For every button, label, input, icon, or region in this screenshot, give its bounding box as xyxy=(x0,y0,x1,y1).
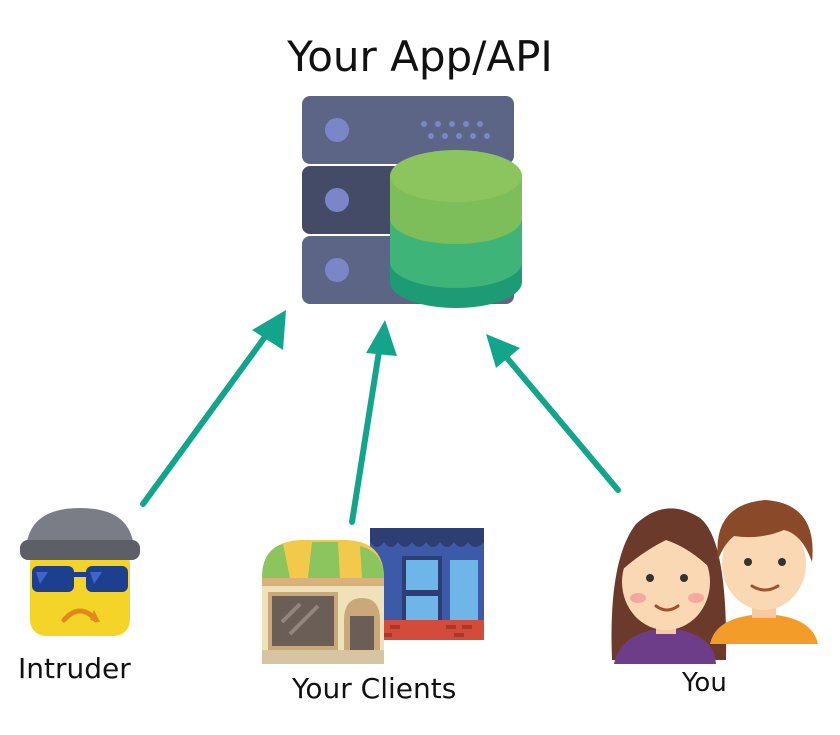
arrow-you-to-api xyxy=(486,334,621,493)
actor-label-intruder: Intruder xyxy=(18,652,131,685)
arrow-intruder-to-api xyxy=(140,310,286,507)
arrows xyxy=(140,310,621,525)
database-icon xyxy=(390,150,522,308)
intruder-icon xyxy=(20,508,140,636)
shop-icon xyxy=(262,540,384,664)
man-icon xyxy=(710,500,818,644)
diagram-title: Your App/API xyxy=(287,32,553,81)
store-icon xyxy=(370,528,484,640)
arrow-clients-to-api xyxy=(349,320,397,525)
woman-icon xyxy=(611,508,727,664)
actor-label-clients: Your Clients xyxy=(292,672,457,705)
actor-label-you: You xyxy=(682,668,727,698)
